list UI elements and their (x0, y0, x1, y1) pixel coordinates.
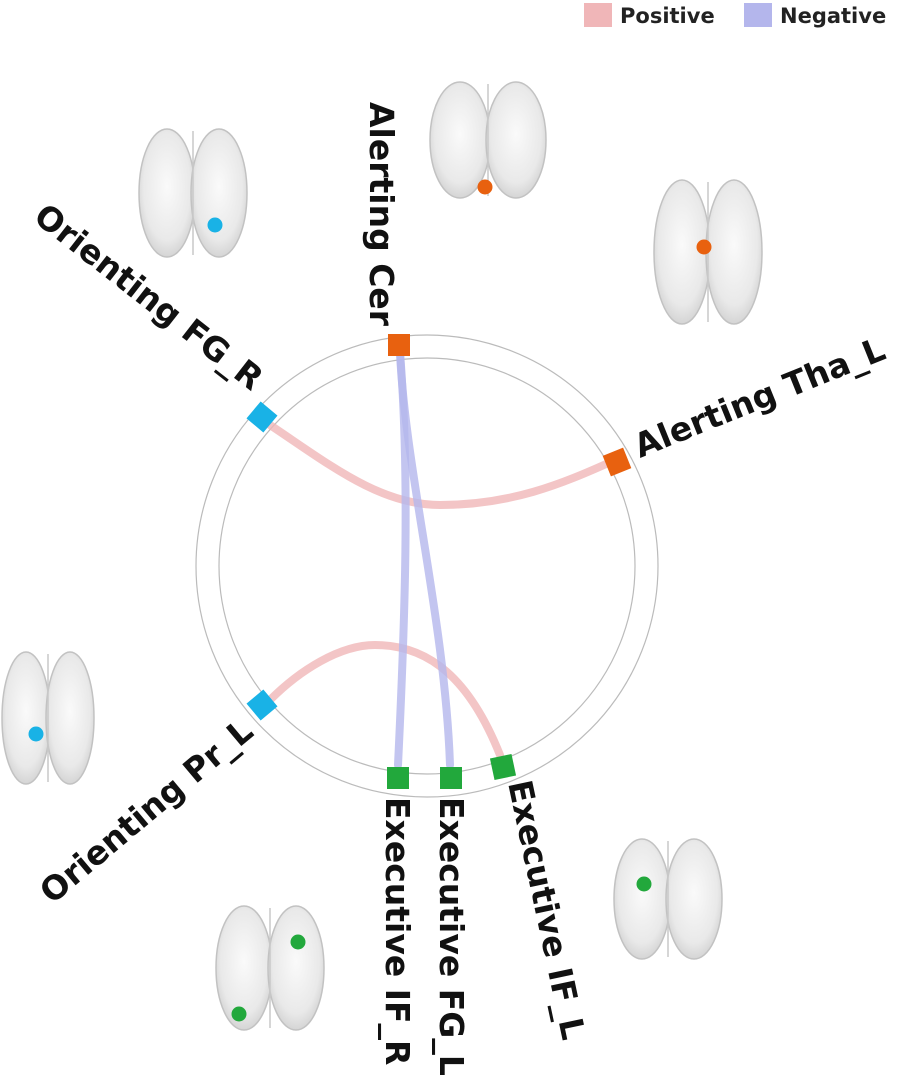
node-marker-executive-if-l (489, 753, 517, 781)
brain-region-dot (636, 876, 652, 892)
node-label-alerting-cer: Alerting Cer (362, 102, 401, 327)
legend-negative-label: Negative (780, 4, 886, 28)
connection-orienting-pr-l-executive-if-l (266, 640, 504, 759)
node-marker-orienting-pr-l (246, 689, 278, 721)
ring (195, 334, 659, 798)
node-marker-executive-fg-l (440, 767, 462, 789)
node-label-executive-fg-l: Executive FG_L (432, 797, 471, 1076)
inner-ring (218, 357, 636, 775)
connections (266, 348, 619, 769)
brain-icon (1, 651, 95, 785)
brain-region-dot (231, 1006, 247, 1022)
brain-region-dot (207, 217, 223, 233)
node-marker-alerting-tha-l (602, 447, 632, 477)
brain-icon (613, 838, 723, 960)
brain-icon (429, 81, 547, 199)
legend-positive-swatch (584, 3, 612, 27)
connection-orienting-fg-r-alerting-tha-l (266, 421, 619, 510)
outer-ring (195, 334, 659, 798)
brain-icon (138, 128, 248, 258)
node-markers (246, 334, 632, 789)
node-label-executive-if-l: Executive IF_L (500, 777, 593, 1043)
brain-icon (653, 179, 763, 325)
brain-region-dot (477, 179, 493, 195)
legend-positive-label: Positive (620, 4, 715, 28)
node-marker-orienting-fg-r (246, 401, 278, 433)
node-marker-alerting-cer (388, 334, 410, 356)
brain-icons (1, 81, 763, 1031)
brain-region-dot (28, 726, 44, 742)
brain-region-dot (290, 934, 306, 950)
legend-negative-swatch (744, 3, 772, 27)
node-label-executive-if-r: Executive IF_R (378, 797, 417, 1065)
connection-alerting-cer-executive-fg-l (396, 348, 454, 769)
node-label-alerting-tha-l: Alerting Tha_L (628, 329, 890, 465)
legend: Positive Negative (584, 3, 886, 28)
node-marker-executive-if-r (387, 767, 409, 789)
brain-region-dot (696, 239, 712, 255)
brain-icon (215, 905, 325, 1031)
